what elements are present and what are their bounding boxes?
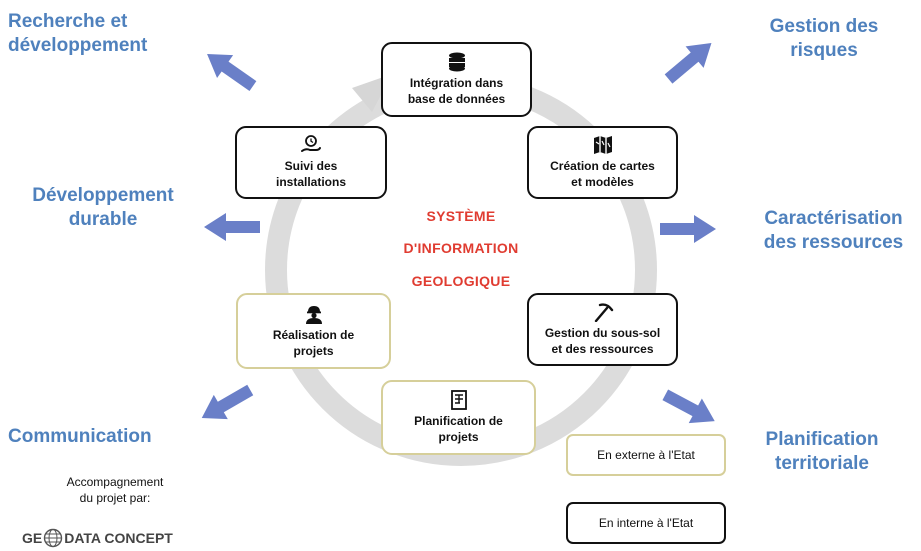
arrow-risques [664,43,712,84]
planification-label: Planification de projets [414,414,503,444]
center-title-line-2: D'INFORMATION [403,240,519,256]
outcome-recherche: Recherche et développement [8,11,148,56]
gestion-box: Gestion du sous-sol et des ressources [527,293,678,366]
logo-text-right: DATA CONCEPT [64,530,173,546]
legend-externe: En externe à l'Etat [566,434,726,476]
center-title-line-3: GEOLOGIQUE [411,273,511,289]
outcome-arrows [201,43,716,424]
blueprint-icon [450,390,467,410]
map-icon [593,136,612,154]
globe-icon [44,528,63,548]
worker-icon [305,305,322,324]
outcome-developpement: Développement durable [32,185,174,230]
arrow-recherche [207,53,257,91]
creation-label: Création de cartes et modèles [550,159,655,189]
suivi-label: Suivi des installations [275,159,346,189]
outcome-caracterisation: Caractérisation des ressources [763,208,904,253]
realisation-label: Réalisation de projets [272,327,355,358]
outcome-communication: Communication [8,426,152,447]
center-title-line-1: SYSTÈME [426,208,496,224]
integration-label: Intégration dans base de données [407,76,506,106]
legend-interne: En interne à l'Etat [566,502,726,544]
arrow-planification [662,389,715,424]
planification-box: Planification de projets [381,380,536,455]
gestion-label: Gestion du sous-sol et des ressources [544,326,661,356]
outcome-risques: Gestion des risques [769,16,879,61]
monitoring-hand-icon [301,135,321,152]
arrow-communication [201,384,254,420]
realisation-box: Réalisation de projets [236,293,391,369]
arrow-developpement [204,213,260,241]
credit-text: Accompagnement du projet par: [66,475,164,505]
integration-box: Intégration dans base de données [381,42,532,117]
database-icon [448,52,465,72]
pickaxe-icon [594,303,613,322]
geodata-concept-logo: GE DATA CONCEPT [22,528,173,548]
outcome-planification-territoriale: Planification territoriale [765,429,879,474]
arrow-caracterisation [660,215,716,243]
suivi-box: Suivi des installations [235,126,387,199]
logo-text-left: GE [22,530,43,546]
creation-box: Création de cartes et modèles [527,126,678,199]
